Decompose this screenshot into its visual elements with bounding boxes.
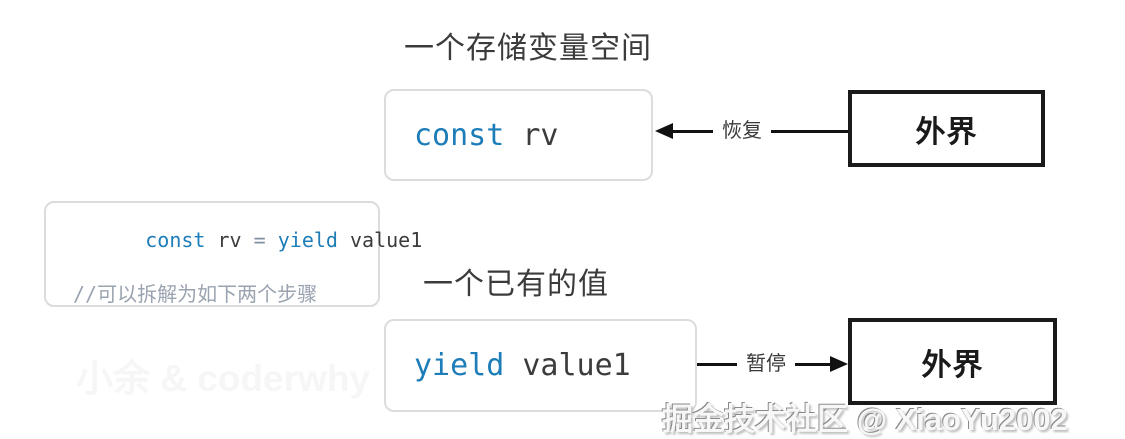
- resume-arrow: 恢复: [655, 119, 848, 143]
- code-line: const rv = yield value1: [73, 200, 422, 281]
- arrowhead-left-icon: [655, 123, 673, 139]
- external-world-box-top: 外界: [848, 90, 1045, 167]
- rv-identifier: rv: [205, 228, 254, 252]
- arrowhead-right-icon: [830, 356, 848, 372]
- value1-identifier: value1: [504, 348, 631, 383]
- const-rv-box: const rv: [384, 89, 653, 181]
- code-snippet-box: const rv = yield value1 //可以拆解为如下两个步骤: [44, 200, 422, 307]
- pause-arrow-label: 暂停: [746, 353, 786, 375]
- arrow-line: [771, 129, 848, 133]
- arrow-line: [673, 129, 713, 133]
- value1-identifier: value1: [337, 228, 423, 252]
- rv-identifier: rv: [504, 117, 559, 153]
- equals-operator: =: [253, 228, 278, 252]
- const-keyword: const: [414, 117, 505, 153]
- yield-keyword: yield: [414, 348, 505, 383]
- top-section-title: 一个存储变量空间: [404, 32, 652, 65]
- yield-value1-box: yield value1: [384, 319, 697, 412]
- const-keyword: const: [145, 228, 206, 252]
- pause-arrow: 暂停: [697, 352, 848, 376]
- code-comment: //可以拆解为如下两个步骤: [73, 282, 318, 306]
- yield-keyword: yield: [277, 228, 338, 252]
- external-world-box-bottom: 外界: [848, 318, 1057, 405]
- watermark-bottom-right: 掘金技术社区 @ XiaoYu2002: [662, 402, 1068, 437]
- watermark-left: 小余 & coderwhy: [76, 358, 370, 399]
- arrow-line: [697, 362, 737, 366]
- resume-arrow-label: 恢复: [722, 120, 762, 142]
- arrow-line: [795, 362, 830, 366]
- bottom-section-title: 一个已有的值: [423, 268, 609, 301]
